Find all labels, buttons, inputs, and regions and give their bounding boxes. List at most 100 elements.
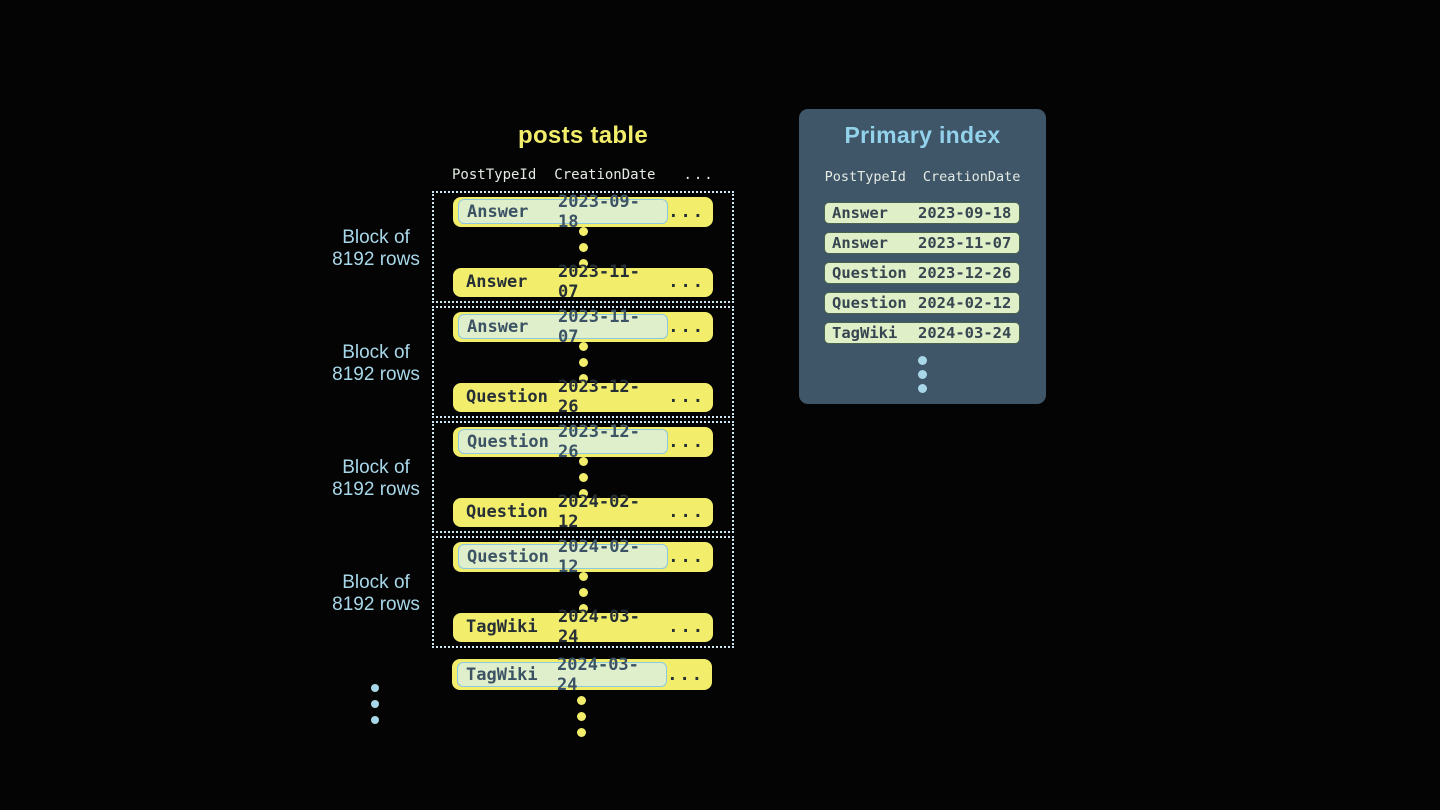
dot xyxy=(918,384,927,393)
block-label-line2: 8192 rows xyxy=(332,248,420,270)
row-ellipsis: ... xyxy=(668,431,705,452)
index-entry-highlight: Question 2023-12-26 xyxy=(458,422,669,462)
dot xyxy=(578,488,588,498)
block-label-line1: Block of xyxy=(342,342,410,363)
dot xyxy=(918,370,927,379)
omitted-rows-dots xyxy=(578,226,588,268)
row-ellipsis: ... xyxy=(668,387,705,408)
index-entry-highlight: Answer 2023-11-07 xyxy=(458,307,669,347)
block-label-line1: Block of xyxy=(342,227,410,248)
table-row-first: Answer 2023-11-07 ... xyxy=(453,307,713,347)
index-row: Answer 2023-11-07 xyxy=(824,232,1020,254)
dot xyxy=(578,341,588,351)
posttypeid-value: Question xyxy=(832,294,907,312)
dot xyxy=(918,356,927,365)
posttypeid-value: Question xyxy=(467,431,549,452)
row-block-4: Question 2024-02-12 ... TagWiki 2024-03-… xyxy=(432,536,734,648)
dot xyxy=(578,226,588,236)
row-cells: Question 2023-12-26 xyxy=(458,377,668,417)
posttypeid-value: TagWiki xyxy=(466,617,538,638)
column-header-ellipsis: ... xyxy=(683,167,715,183)
dot xyxy=(578,472,588,482)
column-header-creationdate: CreationDate xyxy=(922,169,1021,185)
creationdate-value: 2023-12-26 xyxy=(558,421,640,462)
row-block-2: Answer 2023-11-07 ... Question 2023-12-2… xyxy=(432,306,734,418)
dot xyxy=(578,587,588,597)
dot xyxy=(578,357,588,367)
creationdate-value: 2023-09-18 xyxy=(558,191,640,232)
dot xyxy=(578,373,588,383)
index-row: Question 2023-12-26 xyxy=(824,262,1020,284)
posttypeid-value: Question xyxy=(832,264,907,282)
row-block-3: Question 2023-12-26 ... Question 2024-02… xyxy=(432,421,734,533)
posttypeid-value: Answer xyxy=(467,316,529,337)
column-header-creationdate: CreationDate xyxy=(554,167,656,183)
posts-table-title: posts table xyxy=(518,122,648,149)
row-ellipsis: ... xyxy=(668,502,705,523)
dot xyxy=(578,603,588,613)
table-row-last: TagWiki 2024-03-24 ... xyxy=(453,607,713,647)
posttypeid-value: Question xyxy=(466,387,548,408)
index-row: Question 2024-02-12 xyxy=(824,292,1020,314)
row-ellipsis: ... xyxy=(668,272,705,293)
creationdate-value: 2023-12-26 xyxy=(557,377,640,418)
block-label-line2: 8192 rows xyxy=(332,593,420,615)
creationdate-value: 2023-12-26 xyxy=(918,264,1012,282)
posttypeid-value: Question xyxy=(466,502,548,523)
dot xyxy=(577,712,586,721)
index-row: Answer 2023-09-18 xyxy=(824,202,1020,224)
table-row-last: Question 2023-12-26 ... xyxy=(453,377,713,417)
index-entry-highlight: TagWiki 2024-03-24 xyxy=(457,655,668,695)
dot xyxy=(578,571,588,581)
more-index-entries-dots xyxy=(799,356,1046,393)
column-header-posttypeid: PostTypeId xyxy=(824,169,906,185)
row-cells: TagWiki 2024-03-24 xyxy=(458,607,668,647)
creationdate-value: 2023-11-07 xyxy=(558,306,640,347)
index-row: TagWiki 2024-03-24 xyxy=(824,322,1020,344)
dot xyxy=(577,728,586,737)
block-label-1: Block of 8192 rows xyxy=(310,227,442,270)
index-entry-highlight: Answer 2023-09-18 xyxy=(458,192,669,232)
creationdate-value: 2023-11-07 xyxy=(918,234,1012,252)
block-label-2: Block of 8192 rows xyxy=(310,342,442,385)
block-label-line1: Block of xyxy=(342,572,410,593)
creationdate-value: 2024-03-24 xyxy=(557,607,640,648)
row-cells: Answer 2023-11-07 xyxy=(458,262,668,302)
creationdate-value: 2024-03-24 xyxy=(918,324,1012,342)
posttypeid-value: Answer xyxy=(832,204,888,222)
posttypeid-value: Answer xyxy=(832,234,888,252)
omitted-rows-dots xyxy=(577,696,586,737)
index-entry-highlight: Question 2024-02-12 xyxy=(458,537,669,577)
table-row-first: Answer 2023-09-18 ... xyxy=(453,192,713,232)
table-row-first: Question 2024-02-12 ... xyxy=(453,537,713,577)
creationdate-value: 2023-09-18 xyxy=(918,204,1012,222)
creationdate-value: 2024-03-24 xyxy=(557,654,639,695)
table-row-last: Question 2024-02-12 ... xyxy=(453,492,713,532)
dot xyxy=(371,716,379,724)
creationdate-value: 2024-02-12 xyxy=(558,536,640,577)
posts-table-column-headers: PostTypeId CreationDate ... xyxy=(452,167,715,183)
primary-index-panel: Primary index PostTypeId CreationDate An… xyxy=(799,109,1046,404)
row-ellipsis: ... xyxy=(668,617,705,638)
row-ellipsis: ... xyxy=(668,316,705,337)
dot xyxy=(371,700,379,708)
block-label-line2: 8192 rows xyxy=(332,363,420,385)
primary-index-column-headers: PostTypeId CreationDate xyxy=(799,169,1046,185)
row-ellipsis: ... xyxy=(668,546,705,567)
omitted-rows-dots xyxy=(578,571,588,613)
block-label-line2: 8192 rows xyxy=(332,478,420,500)
table-row-first: Question 2023-12-26 ... xyxy=(453,422,713,462)
posts-table-blocks: Answer 2023-09-18 ... Answer 2023-11-07 … xyxy=(432,191,734,651)
row-ellipsis: ... xyxy=(667,664,704,685)
more-blocks-dots xyxy=(371,684,379,724)
block-label-3: Block of 8192 rows xyxy=(310,457,442,500)
posttypeid-value: Answer xyxy=(467,201,529,222)
block-label-line1: Block of xyxy=(342,457,410,478)
dot xyxy=(578,258,588,268)
row-block-1: Answer 2023-09-18 ... Answer 2023-11-07 … xyxy=(432,191,734,303)
table-row-last: Answer 2023-11-07 ... xyxy=(453,262,713,302)
creationdate-value: 2024-02-12 xyxy=(557,492,640,533)
row-cells: Question 2024-02-12 xyxy=(458,492,668,532)
table-row-trailing: TagWiki 2024-03-24 ... xyxy=(452,655,712,695)
